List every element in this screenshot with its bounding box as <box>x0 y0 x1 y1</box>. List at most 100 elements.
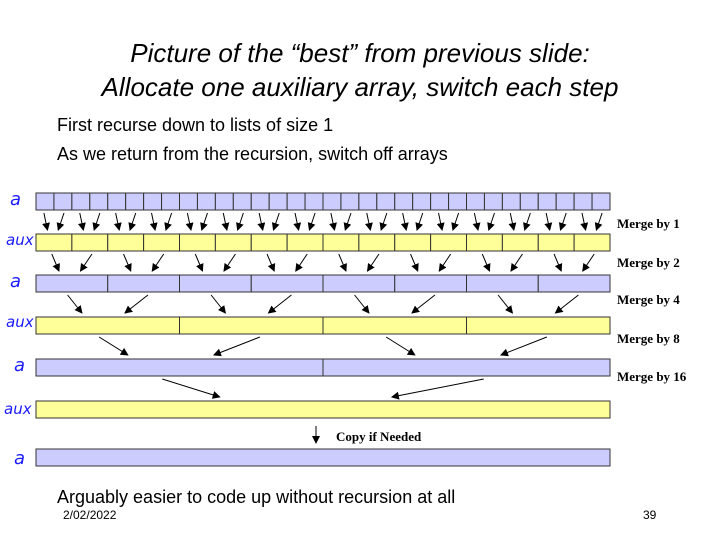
array-cell <box>466 233 503 252</box>
array-cell <box>89 192 109 211</box>
merge-arrow <box>124 294 149 314</box>
array-cell <box>125 192 145 211</box>
array-cell <box>394 233 432 252</box>
array-cell <box>304 192 324 211</box>
array-cell <box>358 233 396 252</box>
array-cell <box>71 192 91 211</box>
array-cell <box>322 358 611 377</box>
array-cell <box>107 233 145 252</box>
merge-arrow <box>257 212 266 231</box>
closing-text: Arguably easier to code up without recur… <box>57 487 456 507</box>
array-cell <box>143 192 163 211</box>
merge-arrow <box>379 212 388 231</box>
row-label-5: a <box>14 355 26 376</box>
array-cell <box>537 192 557 211</box>
merge-arrow <box>210 294 227 314</box>
merge-arrow <box>510 253 523 272</box>
array-cell <box>35 358 324 377</box>
array-cell <box>53 192 73 211</box>
merge-arrow <box>67 294 83 314</box>
slide-title-line1: Picture of the “best” from previous slid… <box>130 38 590 68</box>
row-label-3: a <box>10 271 22 292</box>
merge-arrow <box>200 212 208 231</box>
merge-arrow <box>544 212 553 231</box>
merge-arrow <box>554 294 579 314</box>
merge-arrow <box>307 212 316 231</box>
array-cell <box>250 192 270 211</box>
bullet-1: First recurse down to lists of size 1 <box>57 115 334 135</box>
array-cell <box>448 192 467 211</box>
array-cell <box>232 192 252 211</box>
merge-label-8: Merge by 8 <box>617 331 680 346</box>
row-label-4: aux <box>6 313 34 331</box>
array-cell <box>430 233 467 252</box>
merge-arrow <box>51 253 60 272</box>
merge-arrow <box>56 212 65 231</box>
array-cell <box>322 316 467 335</box>
merge-arrow <box>79 253 93 272</box>
merge-arrow <box>487 212 495 231</box>
array-cell <box>340 192 360 211</box>
merge-arrow <box>523 212 531 231</box>
array-cell <box>501 233 539 252</box>
array-cell <box>466 274 539 293</box>
merge-label-1: Merge by 1 <box>617 216 680 231</box>
array-cell <box>179 274 252 293</box>
array-cell <box>214 192 234 211</box>
array-cell <box>196 192 216 211</box>
merge-arrow <box>385 336 416 356</box>
array-cell <box>501 192 521 211</box>
array-cell <box>35 233 73 252</box>
array-cell <box>591 192 611 211</box>
merge-arrow <box>580 212 589 231</box>
merge-arrow <box>497 294 514 314</box>
merge-arrow <box>213 336 261 357</box>
merge-arrow <box>236 212 244 231</box>
merge-label-2: Merge by 2 <box>617 255 680 270</box>
merge-arrow <box>295 253 308 272</box>
merge-arrow <box>162 378 221 399</box>
array-cell <box>250 274 324 293</box>
merge-label-4: Merge by 4 <box>617 292 680 307</box>
array-cell <box>376 192 396 211</box>
merge-arrow <box>364 212 373 231</box>
merge-arrow <box>415 212 424 231</box>
array-cell <box>143 233 180 252</box>
row-label-7: a <box>14 448 26 469</box>
array-cell <box>322 192 342 211</box>
array-cell <box>286 192 306 211</box>
array-cell <box>573 233 611 252</box>
merge-arrow <box>343 212 352 231</box>
array-cell <box>35 316 180 335</box>
merge-arrow <box>123 253 132 272</box>
row-label-6: aux <box>4 400 32 418</box>
merge-arrow <box>411 294 436 314</box>
array-cell <box>573 192 593 211</box>
merge-arrow <box>500 336 548 357</box>
array-cell <box>268 192 288 211</box>
merge-arrow <box>149 212 158 231</box>
bullet-2: As we return from the recursion, switch … <box>57 144 448 164</box>
array-cell <box>555 192 575 211</box>
copy-label: Copy if Needed <box>336 429 422 444</box>
merge-arrow <box>410 253 419 272</box>
merge-arrow <box>293 212 302 231</box>
array-cell <box>179 316 324 335</box>
array-cell <box>286 233 324 252</box>
row-label-1: a <box>10 189 22 210</box>
merge-arrow <box>438 253 452 272</box>
array-cell <box>322 233 360 252</box>
array-cell <box>466 316 611 335</box>
merge-arrow <box>553 253 563 272</box>
array-cell <box>107 274 180 293</box>
merge-arrow <box>113 212 122 231</box>
array-cell <box>35 192 55 211</box>
array-cell <box>179 192 198 211</box>
merge-arrow <box>390 378 484 400</box>
merge-arrow <box>366 253 380 272</box>
array-cell <box>107 192 127 211</box>
merge-arrow <box>338 253 347 272</box>
merge-arrow <box>151 253 165 272</box>
